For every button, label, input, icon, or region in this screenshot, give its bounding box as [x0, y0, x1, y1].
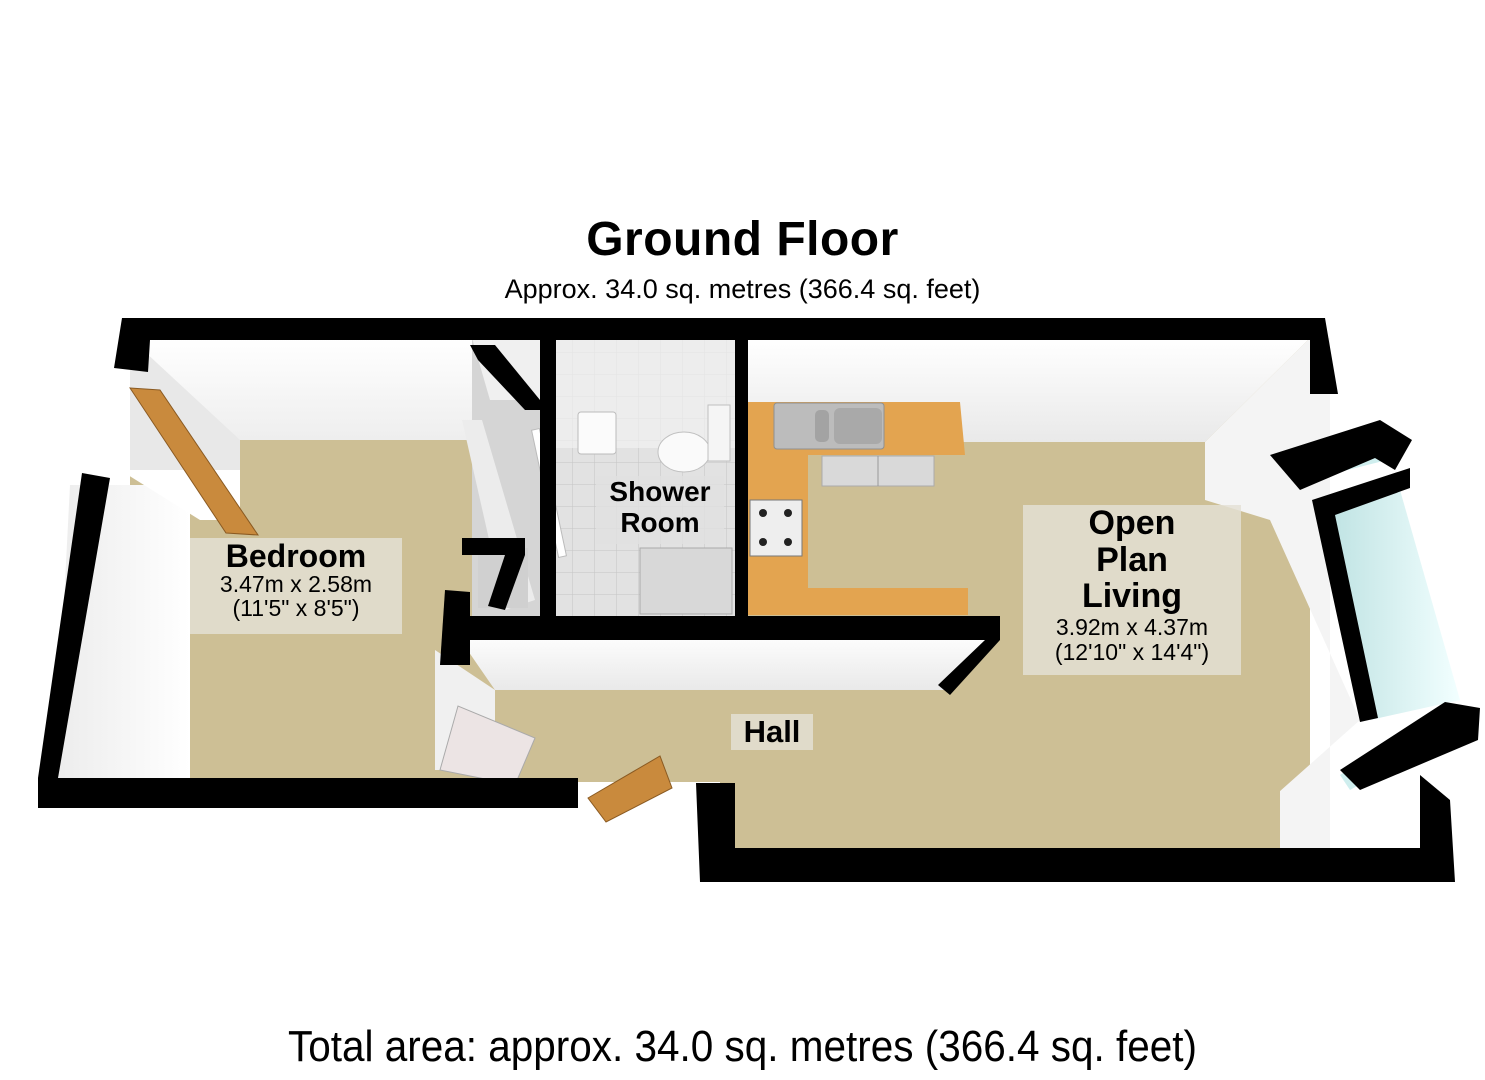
bedroom-label: Bedroom 3.47m x 2.58m (11'5" x 8'5")	[190, 538, 402, 634]
shower-room-name-1: Shower	[609, 476, 711, 507]
floor-area-subtitle: Approx. 34.0 sq. metres (366.4 sq. feet)	[504, 274, 981, 304]
walls	[38, 318, 1480, 882]
hob-icon	[749, 499, 803, 557]
living-name-2: Plan	[1096, 540, 1168, 579]
living-metric: 3.92m x 4.37m	[1055, 614, 1209, 641]
basin-icon	[577, 411, 617, 455]
hall-name: Hall	[743, 714, 801, 749]
bedroom-door	[129, 387, 259, 536]
total-area: Total area: approx. 34.0 sq. metres (366…	[287, 1022, 1198, 1071]
living-name-1: Open	[1088, 504, 1176, 542]
kitchen	[745, 402, 968, 615]
hall-area	[435, 632, 1280, 848]
bedroom-name: Bedroom	[225, 538, 367, 574]
open-plan-living-label: Open Plan Living 3.92m x 4.37m (12'10" x…	[1023, 505, 1241, 675]
toilet-icon	[657, 431, 711, 473]
kitchen-worktop	[745, 402, 968, 615]
bedroom-metric: 3.47m x 2.58m	[219, 571, 373, 597]
shower-room-name-2: Room	[620, 507, 700, 539]
floor-title: Ground Floor	[586, 213, 899, 266]
shower-tray	[639, 547, 733, 615]
bedroom-imperial: (11'5" x 8'5")	[232, 595, 360, 622]
shower-room-area	[530, 338, 735, 616]
front-door	[587, 755, 673, 823]
living-imperial: (12'10" x 14'4")	[1054, 638, 1210, 665]
shower-room-label: Shower Room	[596, 476, 724, 544]
living-name-3: Living	[1081, 577, 1183, 616]
hall-label: Hall	[731, 714, 813, 750]
